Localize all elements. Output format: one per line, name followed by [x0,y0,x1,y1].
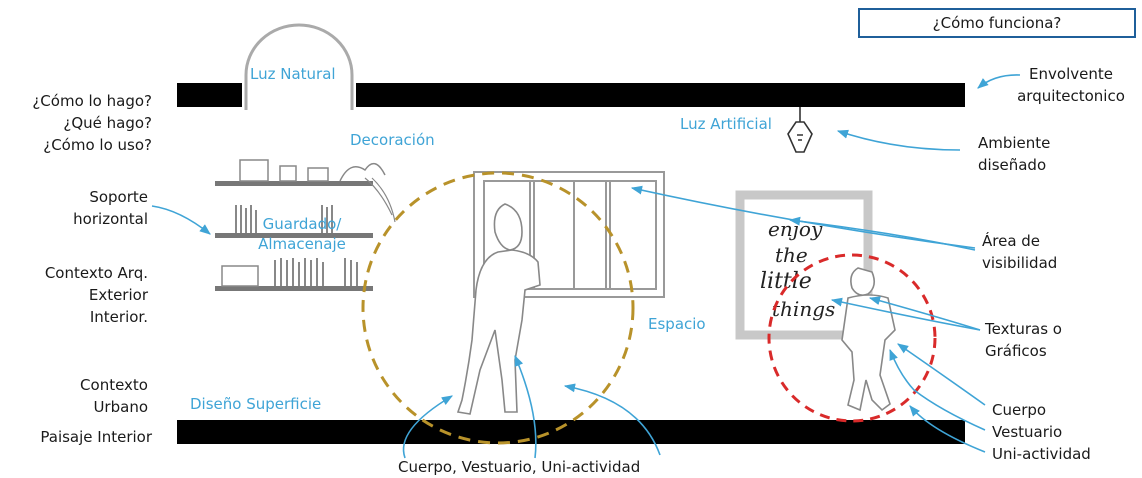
context-arch-label: Contexto Arq. Exterior Interior. [44,264,148,326]
textures-label: Texturas o Gráficos [985,320,1062,360]
poster-word-4: things [772,297,835,321]
bulb-icon [787,107,813,153]
decoration-label: Decoración [350,131,435,149]
shelves [215,159,396,291]
woman-figure [456,203,541,415]
connector-arrows [151,74,1021,459]
context-urban-label: Contexto Urbano [80,376,148,416]
poster-word-2: the [775,243,808,267]
window [473,171,665,298]
horizontal-support-label: Soporte horizontal [73,188,148,228]
space-label: Espacio [648,315,706,333]
skylight-arch [242,23,356,110]
designed-ambient-label: Ambiente diseñado [978,134,1051,174]
envelope-label: Envolvente arquitectonico [1017,65,1125,105]
storage-label: Guardado/ Almacenaje [258,215,346,253]
space-circle [361,171,635,445]
natural-light-label: Luz Natural [250,65,336,83]
body-circle [767,253,937,423]
child-figure [841,267,896,412]
floor-bar [177,420,965,444]
bottom-body-label: Cuerpo, Vestuario, Uni-actividad [398,458,641,476]
surface-design-label: Diseño Superficie [190,395,322,413]
artificial-light-label: Luz Artificial [680,115,772,133]
poster-text: enjoy the little things [760,217,835,321]
poster-frame [735,190,873,340]
visibility-area-label: Área de visibilidad [982,232,1058,272]
questions-label: ¿Cómo lo hago? ¿Qué hago? ¿Cómo lo uso? [32,92,152,154]
interior-landscape-label: Paisaje Interior [40,428,152,446]
how-it-works-box: ¿Cómo funciona? [858,8,1136,38]
body-group-label: Cuerpo Vestuario Uni-actividad [992,401,1091,463]
